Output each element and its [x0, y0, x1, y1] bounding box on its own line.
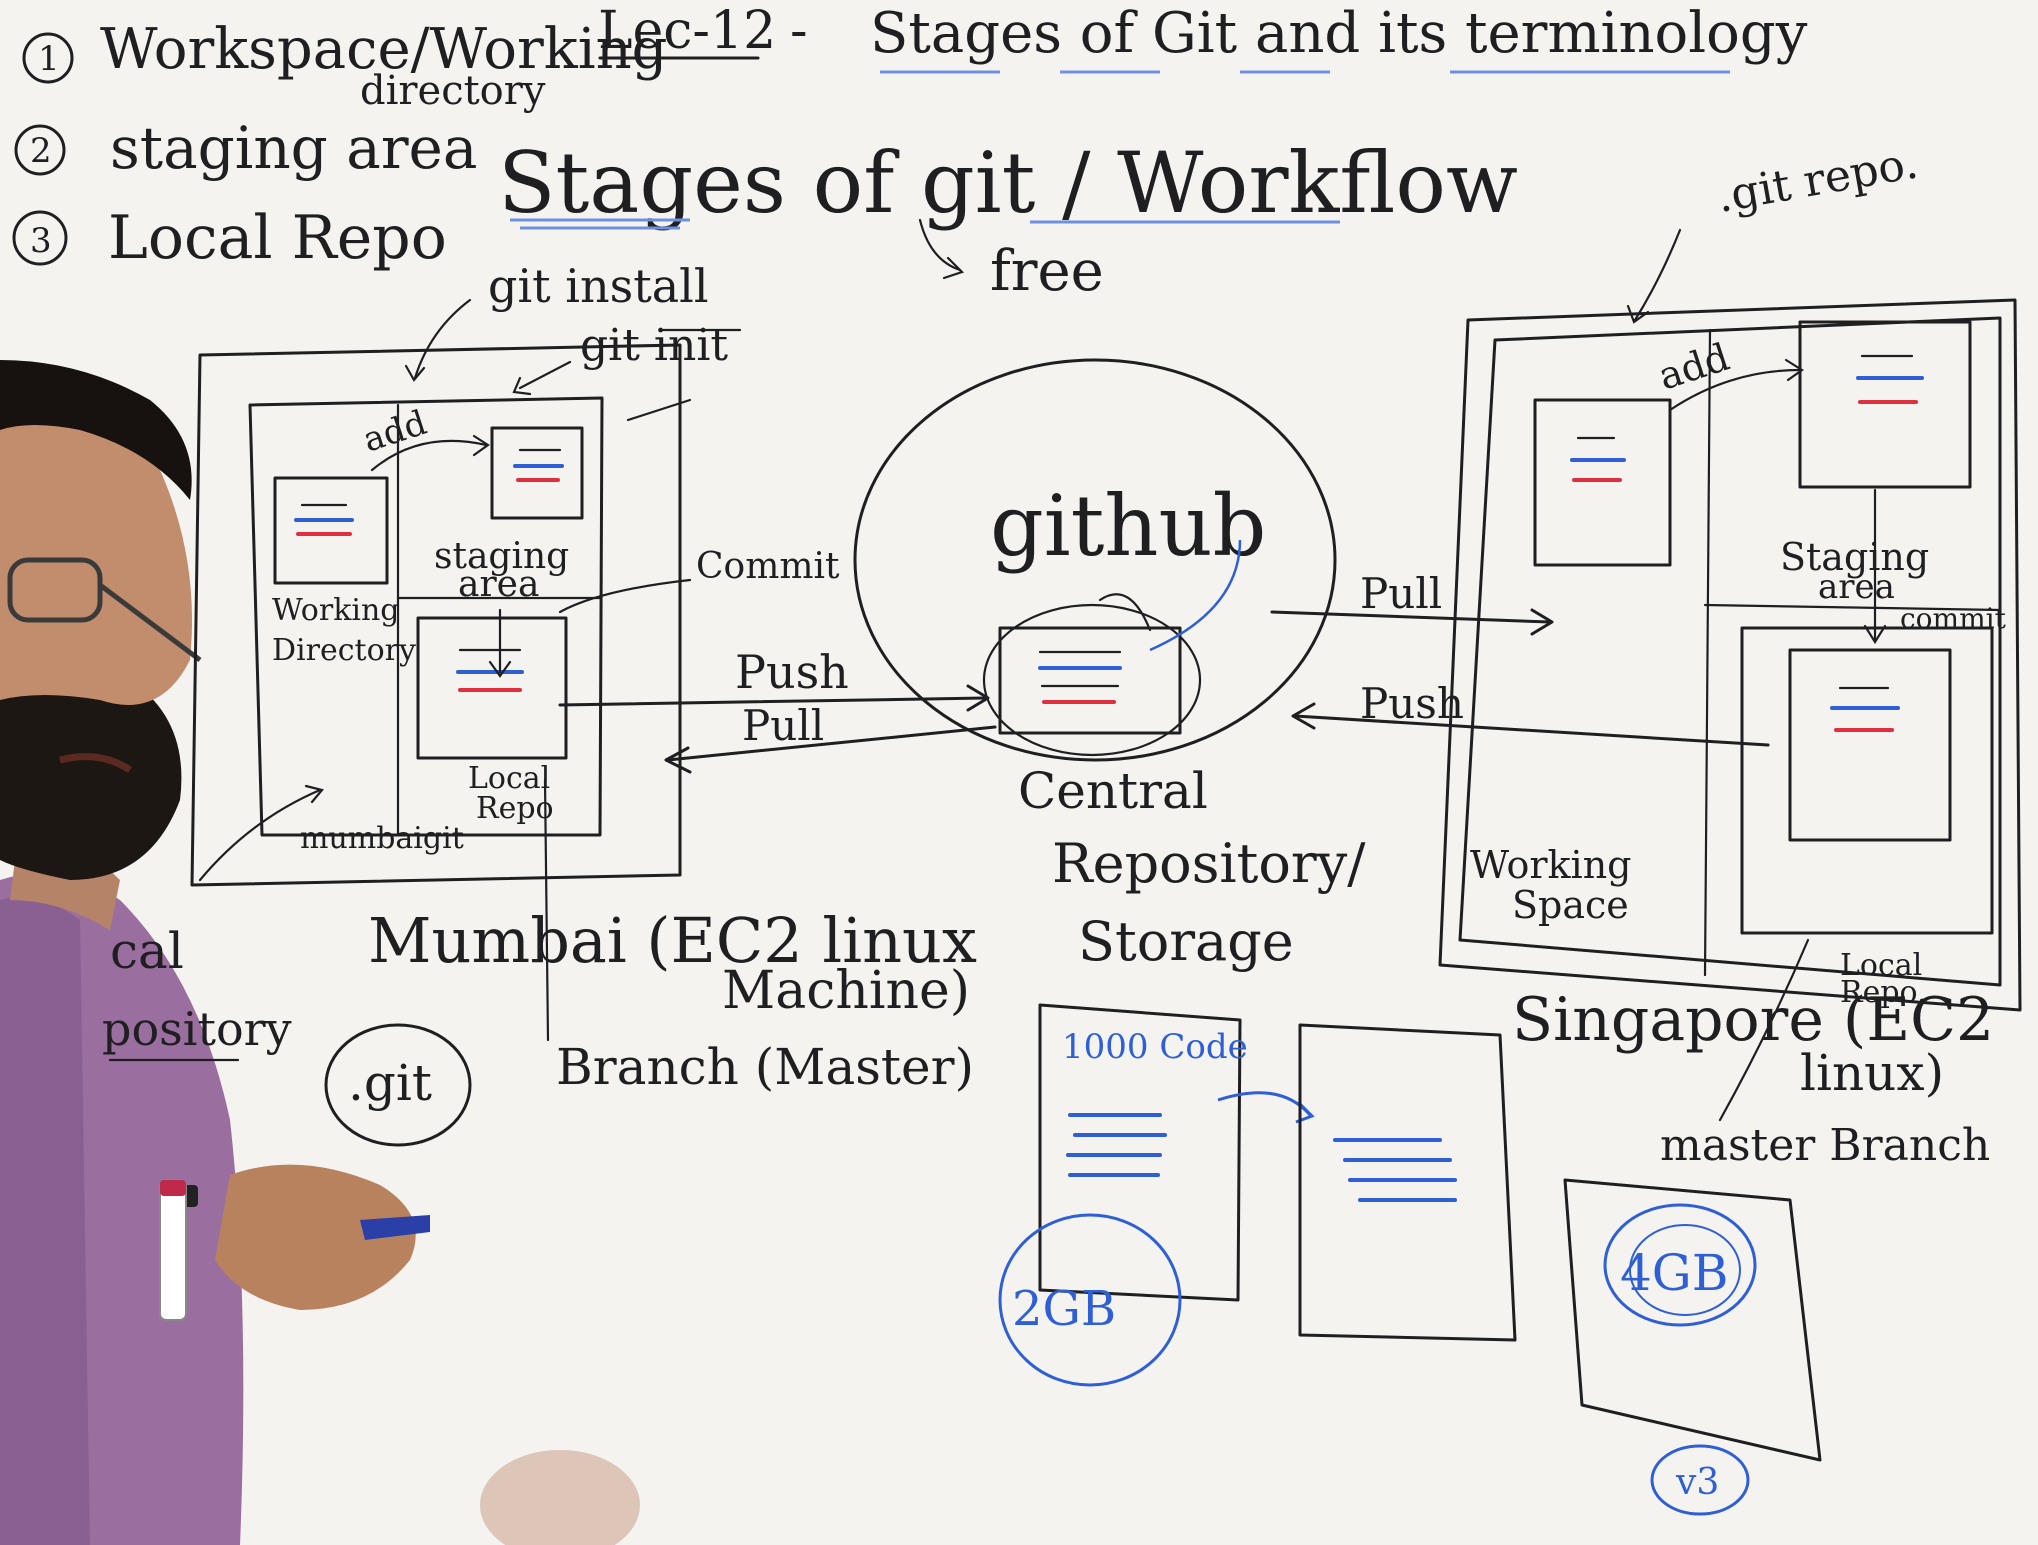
- commit-label: Commit: [696, 546, 840, 587]
- mumbai-pull-label: Pull: [742, 701, 824, 750]
- singapore-working-2: Space: [1512, 883, 1629, 927]
- singapore-machine-label: Singapore (EC2: [1512, 985, 1994, 1055]
- mumbai-local-1: Local: [468, 761, 550, 796]
- singapore-commit: commit: [1900, 602, 2007, 635]
- singapore-pull-label: Pull: [1360, 569, 1442, 618]
- mumbai-machine-label: Mumbai (EC2 linux: [368, 904, 977, 977]
- workflow-heading: Stages of git / Workflow free: [498, 134, 1518, 304]
- singapore-working-1: Working: [1470, 843, 1632, 887]
- storage-version: v3: [1675, 1462, 1719, 1503]
- mumbai-add: add: [358, 403, 431, 461]
- mumbai-staging-2: area: [458, 564, 539, 605]
- git-init-label: git init: [580, 320, 728, 371]
- storage-sketches: 1000 Code 2GB 4GB v3: [998, 1003, 1822, 1516]
- singapore-staging-2: area: [1818, 567, 1895, 607]
- heading-text: Stages of git / Workflow: [498, 134, 1518, 232]
- dotgit-label: .git: [348, 1054, 432, 1112]
- singapore-push-label: Push: [1360, 679, 1464, 728]
- list-item-workspace-2: directory: [360, 68, 546, 114]
- central-repository: github Push Pull Central Repository/ Sto…: [558, 358, 1366, 973]
- singapore-branch-label: master Branch: [1660, 1120, 1990, 1171]
- singapore-machine: .git repo. add Staging area commi: [1270, 137, 2022, 1171]
- mumbai-machine-label-2: Machine): [722, 961, 970, 1021]
- singapore-add: add: [1653, 335, 1734, 399]
- storage-size-2gb: 2GB: [1012, 1281, 1116, 1337]
- lecture-number: Lec-12: [598, 1, 776, 61]
- git-install-label: git install: [488, 259, 709, 313]
- mumbai-push-label: Push: [735, 645, 849, 699]
- list-item-workspace: Workspace/Working: [100, 17, 668, 82]
- mumbai-staging-1: staging: [434, 536, 569, 577]
- terminology-list: 1 Workspace/Working directory 2 staging …: [12, 17, 668, 273]
- singapore-local-2: Repo.: [1840, 975, 1927, 1010]
- list-item-local-repo: Local Repo: [108, 203, 447, 273]
- mumbai-folder-name: mumbaigit: [300, 821, 464, 856]
- mumbai-local-2: Repo: [476, 791, 554, 826]
- side-label-local: cal: [110, 922, 184, 980]
- github-label: github: [990, 477, 1266, 575]
- git-repo-label: .git repo.: [1713, 137, 1922, 222]
- central-label-1: Central: [1018, 762, 1208, 820]
- singapore-staging-1: Staging: [1780, 535, 1929, 579]
- central-label-3: Storage: [1078, 910, 1294, 973]
- singapore-machine-label-2: linux): [1800, 1044, 1944, 1102]
- side-label-repository: pository: [102, 1002, 292, 1056]
- title-dash: -: [790, 1, 808, 61]
- mumbai-machine: add staging area Working Directory Local…: [102, 259, 977, 1147]
- central-label-2: Repository/: [1052, 832, 1366, 895]
- storage-code-label: 1000 Code: [1062, 1027, 1248, 1067]
- list-num-1: 1: [38, 39, 60, 79]
- mumbai-working-1: Working: [272, 593, 400, 628]
- lecture-topic: Stages of Git and its terminology: [870, 1, 1808, 66]
- mumbai-branch-label: Branch (Master): [556, 1038, 974, 1096]
- list-num-3: 3: [30, 221, 52, 261]
- mumbai-working-2: Directory: [272, 633, 416, 668]
- storage-size-4gb: 4GB: [1620, 1244, 1729, 1302]
- list-item-staging: staging area: [110, 114, 477, 182]
- lecture-title: Lec-12 - Stages of Git and its terminolo…: [598, 1, 1808, 74]
- list-num-2: 2: [30, 131, 52, 171]
- heading-free: free: [990, 239, 1104, 304]
- singapore-local-1: Local: [1840, 948, 1922, 983]
- presenter: [0, 360, 640, 1545]
